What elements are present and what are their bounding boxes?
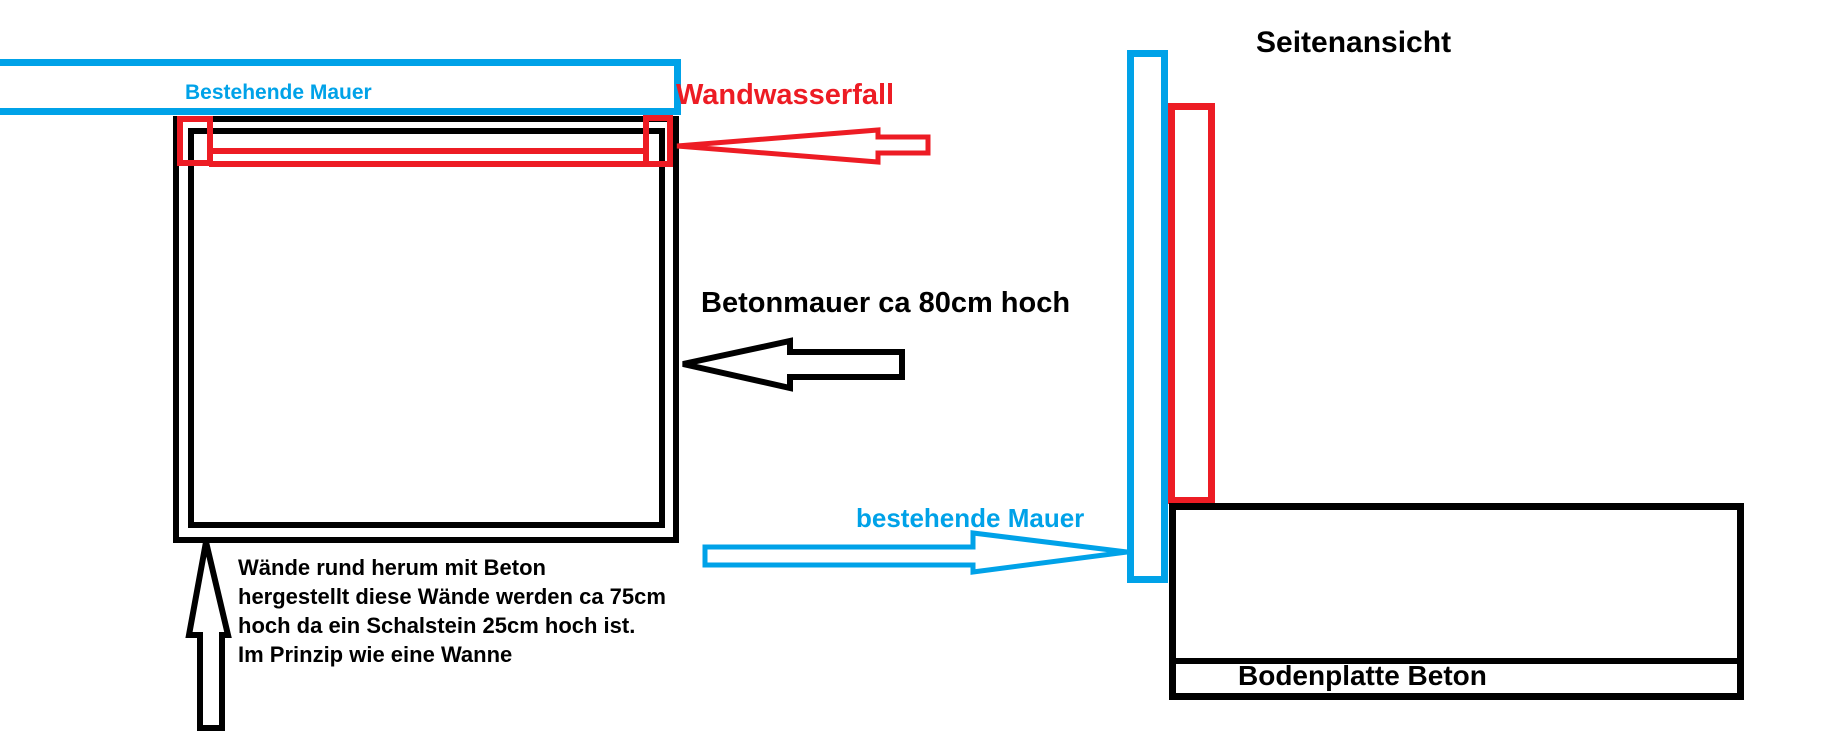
waterfall-channel-top-line	[209, 148, 647, 154]
note-up-arrow	[185, 541, 232, 731]
base-plate-divider	[1176, 658, 1737, 664]
waterfall-channel-bottom-line	[209, 161, 647, 167]
base-plate-rect	[1169, 503, 1744, 700]
waterfall-right-box	[643, 115, 673, 167]
side-waterfall-bar	[1168, 103, 1215, 504]
waterfall-label: Wandwasserfall	[676, 79, 895, 111]
concrete-wall-arrow	[682, 337, 905, 392]
note-line: Im Prinzip wie eine Wanne	[238, 642, 513, 667]
existing-wall-rect	[0, 59, 681, 115]
note-line: hergestellt diese Wände werden ca 75cm	[238, 584, 666, 609]
side-existing-wall-label: bestehende Mauer	[856, 503, 1085, 533]
waterfall-arrow	[676, 127, 931, 165]
basin-outer-wall-rect	[173, 116, 679, 543]
note-line: Wände rund herum mit Beton	[238, 555, 546, 580]
existing-wall-label: Bestehende Mauer	[185, 81, 372, 104]
side-existing-wall-bar	[1127, 50, 1168, 583]
note-line: hoch da ein Schalstein 25cm hoch ist.	[238, 613, 636, 638]
basin-inner-wall-rect	[188, 128, 665, 528]
note-text: Wände rund herum mit Beton hergestellt d…	[238, 553, 666, 669]
waterfall-left-box	[177, 116, 213, 166]
existing-wall-arrow	[702, 530, 1128, 575]
side-view-title: Seitenansicht	[1256, 26, 1452, 59]
base-plate-label: Bodenplatte Beton	[1238, 660, 1487, 691]
concrete-wall-label: Betonmauer ca 80cm hoch	[701, 287, 1071, 319]
